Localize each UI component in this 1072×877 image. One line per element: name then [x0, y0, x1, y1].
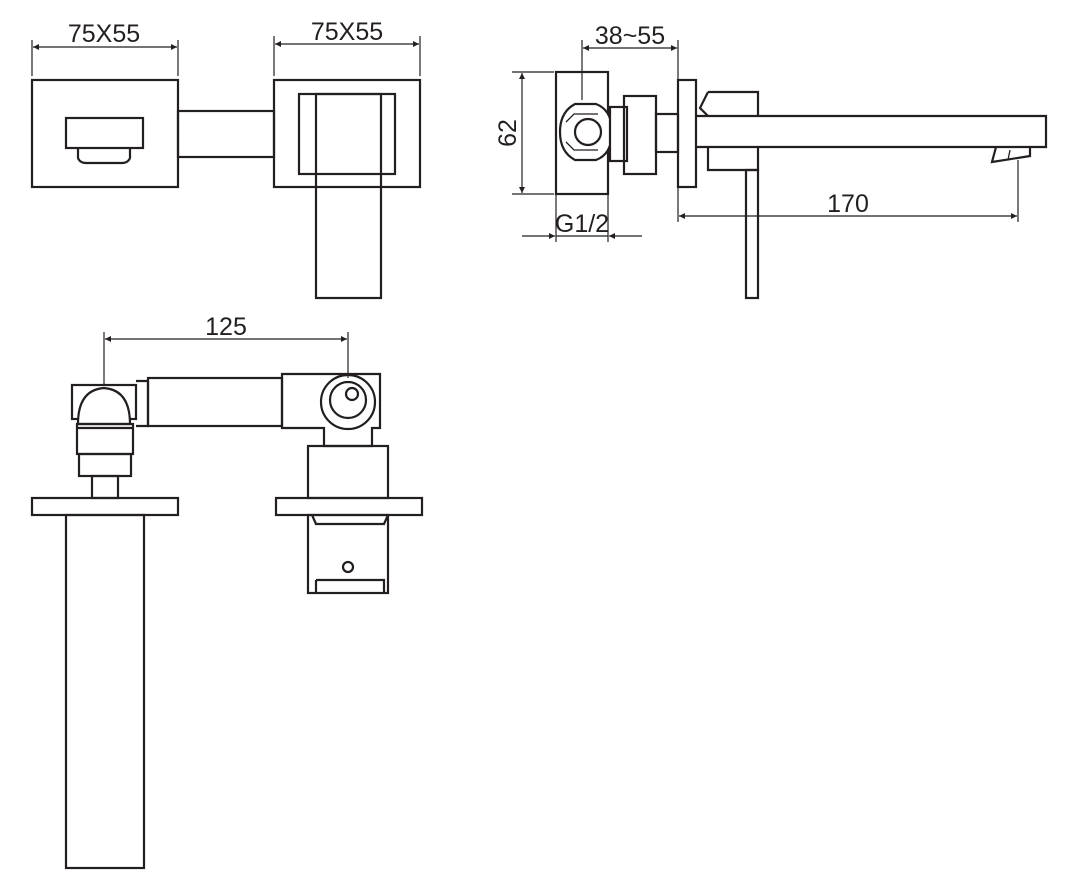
- top-mixer-body: [306, 444, 390, 500]
- side-aerator: [990, 146, 1032, 164]
- side-lever: [744, 168, 760, 300]
- top-mixer-wall-plate: [274, 496, 424, 517]
- dim-label-side-thread: G1/2: [555, 210, 609, 238]
- side-view: 38~55 62 G1/2 170: [494, 22, 1048, 300]
- front-spout-outlet: [64, 116, 145, 150]
- top-view: 125: [30, 313, 424, 870]
- top-handle: [306, 513, 390, 595]
- front-mixer-plate: [272, 78, 422, 189]
- side-handle-block: [698, 90, 760, 172]
- top-spout-wall-plate: [30, 496, 180, 517]
- dim-label-front-left: 75X55: [68, 20, 140, 48]
- dim-label-front-right: 75X55: [311, 18, 383, 46]
- front-spout-plate: [30, 78, 180, 189]
- dim-label-side-height: 62: [494, 119, 522, 147]
- front-view: 75X55 75X55: [30, 18, 422, 300]
- side-wall-plate: [676, 78, 698, 189]
- top-mixer-port-inner: [328, 380, 368, 420]
- top-handle-screw: [341, 560, 355, 574]
- dim-label-side-adjust: 38~55: [595, 22, 665, 50]
- top-spout-body: [64, 513, 146, 870]
- top-spout-neck: [90, 474, 120, 500]
- side-spout: [696, 114, 1048, 149]
- front-connecting-bar: [176, 109, 276, 159]
- front-handle-lever: [314, 92, 383, 300]
- side-cartridge: [558, 102, 614, 162]
- side-cartridge-port: [573, 117, 603, 147]
- top-swivel-dome: [76, 386, 132, 426]
- top-swivel-nut: [77, 452, 133, 478]
- top-mixer-head: [280, 372, 382, 448]
- front-spout-aerator: [76, 148, 132, 165]
- top-connecting-pipe: [136, 379, 150, 428]
- dim-label-side-reach: 170: [827, 190, 869, 218]
- dim-label-top-center: 125: [205, 313, 247, 341]
- side-connector-nut: [608, 105, 629, 163]
